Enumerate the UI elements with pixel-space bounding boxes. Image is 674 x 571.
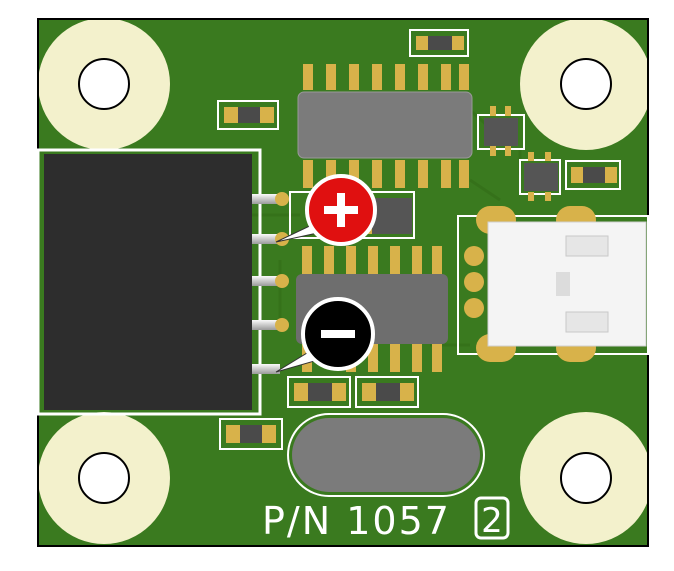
resistor-bottom-1 xyxy=(287,376,351,408)
mounting-hole-bottom-left xyxy=(38,412,170,544)
part-number-label: P/N 1057 xyxy=(262,499,451,543)
resistor-top xyxy=(409,29,469,57)
usb-c-connector xyxy=(457,206,649,362)
connector-pin-4 xyxy=(252,320,280,330)
revision-label: 2 xyxy=(481,501,503,541)
revision-box: 2 xyxy=(474,496,510,541)
plus-marker: + xyxy=(275,174,377,246)
ic-upper xyxy=(297,64,473,188)
mounting-hole-top-right xyxy=(520,18,652,150)
regulator-small xyxy=(519,152,561,201)
connector-pin-5 xyxy=(252,364,280,374)
connector-pin-2 xyxy=(252,234,280,244)
resistor-right xyxy=(565,160,621,190)
mounting-hole-bottom-right xyxy=(520,412,652,544)
resistor-bottom-2 xyxy=(355,376,419,408)
minus-marker: − xyxy=(275,297,375,373)
connector-left xyxy=(36,148,289,416)
mounting-hole-top-left xyxy=(38,18,170,150)
minus-icon xyxy=(321,330,355,338)
resistor-left-top xyxy=(217,100,279,130)
transistor-right xyxy=(477,106,525,156)
ground-pad-oval xyxy=(287,413,485,497)
resistor-bottom-left xyxy=(219,418,283,450)
connector-pin-1 xyxy=(252,194,280,204)
plus-icon xyxy=(324,193,358,227)
connector-pin-3 xyxy=(252,276,280,286)
